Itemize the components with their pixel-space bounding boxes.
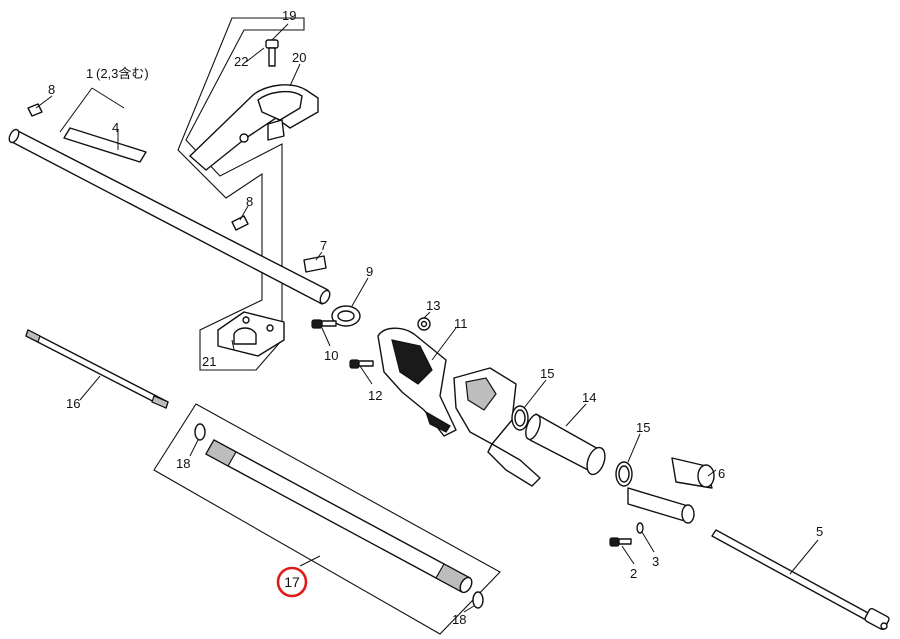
nut-part-13 bbox=[417, 317, 431, 331]
o-ring-part-18-lower bbox=[472, 591, 484, 609]
switch-housing bbox=[453, 367, 541, 487]
grip-part-14 bbox=[525, 413, 606, 476]
callout-8-upper: 8 bbox=[48, 82, 55, 97]
pipe-assembly-frame bbox=[153, 403, 501, 635]
throttle-lever-part-11 bbox=[377, 327, 457, 437]
callout-6: 6 bbox=[718, 466, 725, 481]
label-part-4 bbox=[63, 127, 147, 163]
callout-17-highlight[interactable]: 17 bbox=[276, 566, 308, 598]
drive-shaft-part-5 bbox=[711, 529, 890, 630]
callout-18-lower: 18 bbox=[452, 612, 466, 627]
bolt-part-10 bbox=[311, 319, 337, 329]
callout-14: 14 bbox=[582, 390, 596, 405]
callout-4: 4 bbox=[112, 120, 119, 135]
callout-1-note: (2,3含む) bbox=[96, 66, 149, 81]
joint-part-6 bbox=[627, 457, 715, 524]
tag-part-8-lower bbox=[231, 215, 249, 231]
callout-16: 16 bbox=[66, 396, 80, 411]
callout-18-upper: 18 bbox=[176, 456, 190, 471]
highlight-ring bbox=[276, 566, 308, 598]
callout-17: 17 bbox=[284, 574, 300, 590]
clamp-part-21 bbox=[217, 311, 285, 357]
callout-22: 22 bbox=[234, 54, 248, 69]
callout-21: 21 bbox=[202, 354, 216, 369]
tag-part-8-upper bbox=[27, 103, 43, 117]
label-part-7 bbox=[303, 255, 327, 273]
callout-12: 12 bbox=[368, 388, 382, 403]
clamp-part-9 bbox=[331, 305, 361, 327]
callout-10: 10 bbox=[324, 348, 338, 363]
washer-part-3 bbox=[636, 522, 644, 534]
inner-shaft-part-16 bbox=[25, 329, 169, 409]
handle-assembly-frame bbox=[177, 17, 305, 371]
callout-8-lower: 8 bbox=[246, 194, 253, 209]
screw-part-22 bbox=[265, 39, 279, 67]
callout-19: 19 bbox=[282, 8, 296, 23]
ring-part-15-lower bbox=[615, 461, 633, 487]
callout-5: 5 bbox=[816, 524, 823, 539]
leader-lines bbox=[35, 23, 819, 613]
bolt-part-2 bbox=[609, 537, 632, 547]
pipe-part-17 bbox=[205, 439, 473, 594]
handle-part-20 bbox=[189, 84, 319, 171]
callout-2: 2 bbox=[630, 566, 637, 581]
callout-15-upper: 15 bbox=[540, 366, 554, 381]
callout-11: 11 bbox=[454, 316, 468, 331]
ring-part-15-upper bbox=[511, 405, 529, 431]
callout-9: 9 bbox=[366, 264, 373, 279]
o-ring-part-18-upper bbox=[194, 423, 206, 441]
main-shaft-part-1 bbox=[8, 128, 331, 305]
bolt-part-12 bbox=[349, 359, 374, 369]
callout-1: 1 bbox=[86, 66, 93, 81]
callout-7: 7 bbox=[320, 238, 327, 253]
callout-3: 3 bbox=[652, 554, 659, 569]
callout-20: 20 bbox=[292, 50, 306, 65]
callout-13: 13 bbox=[426, 298, 440, 313]
callout-15-lower: 15 bbox=[636, 420, 650, 435]
